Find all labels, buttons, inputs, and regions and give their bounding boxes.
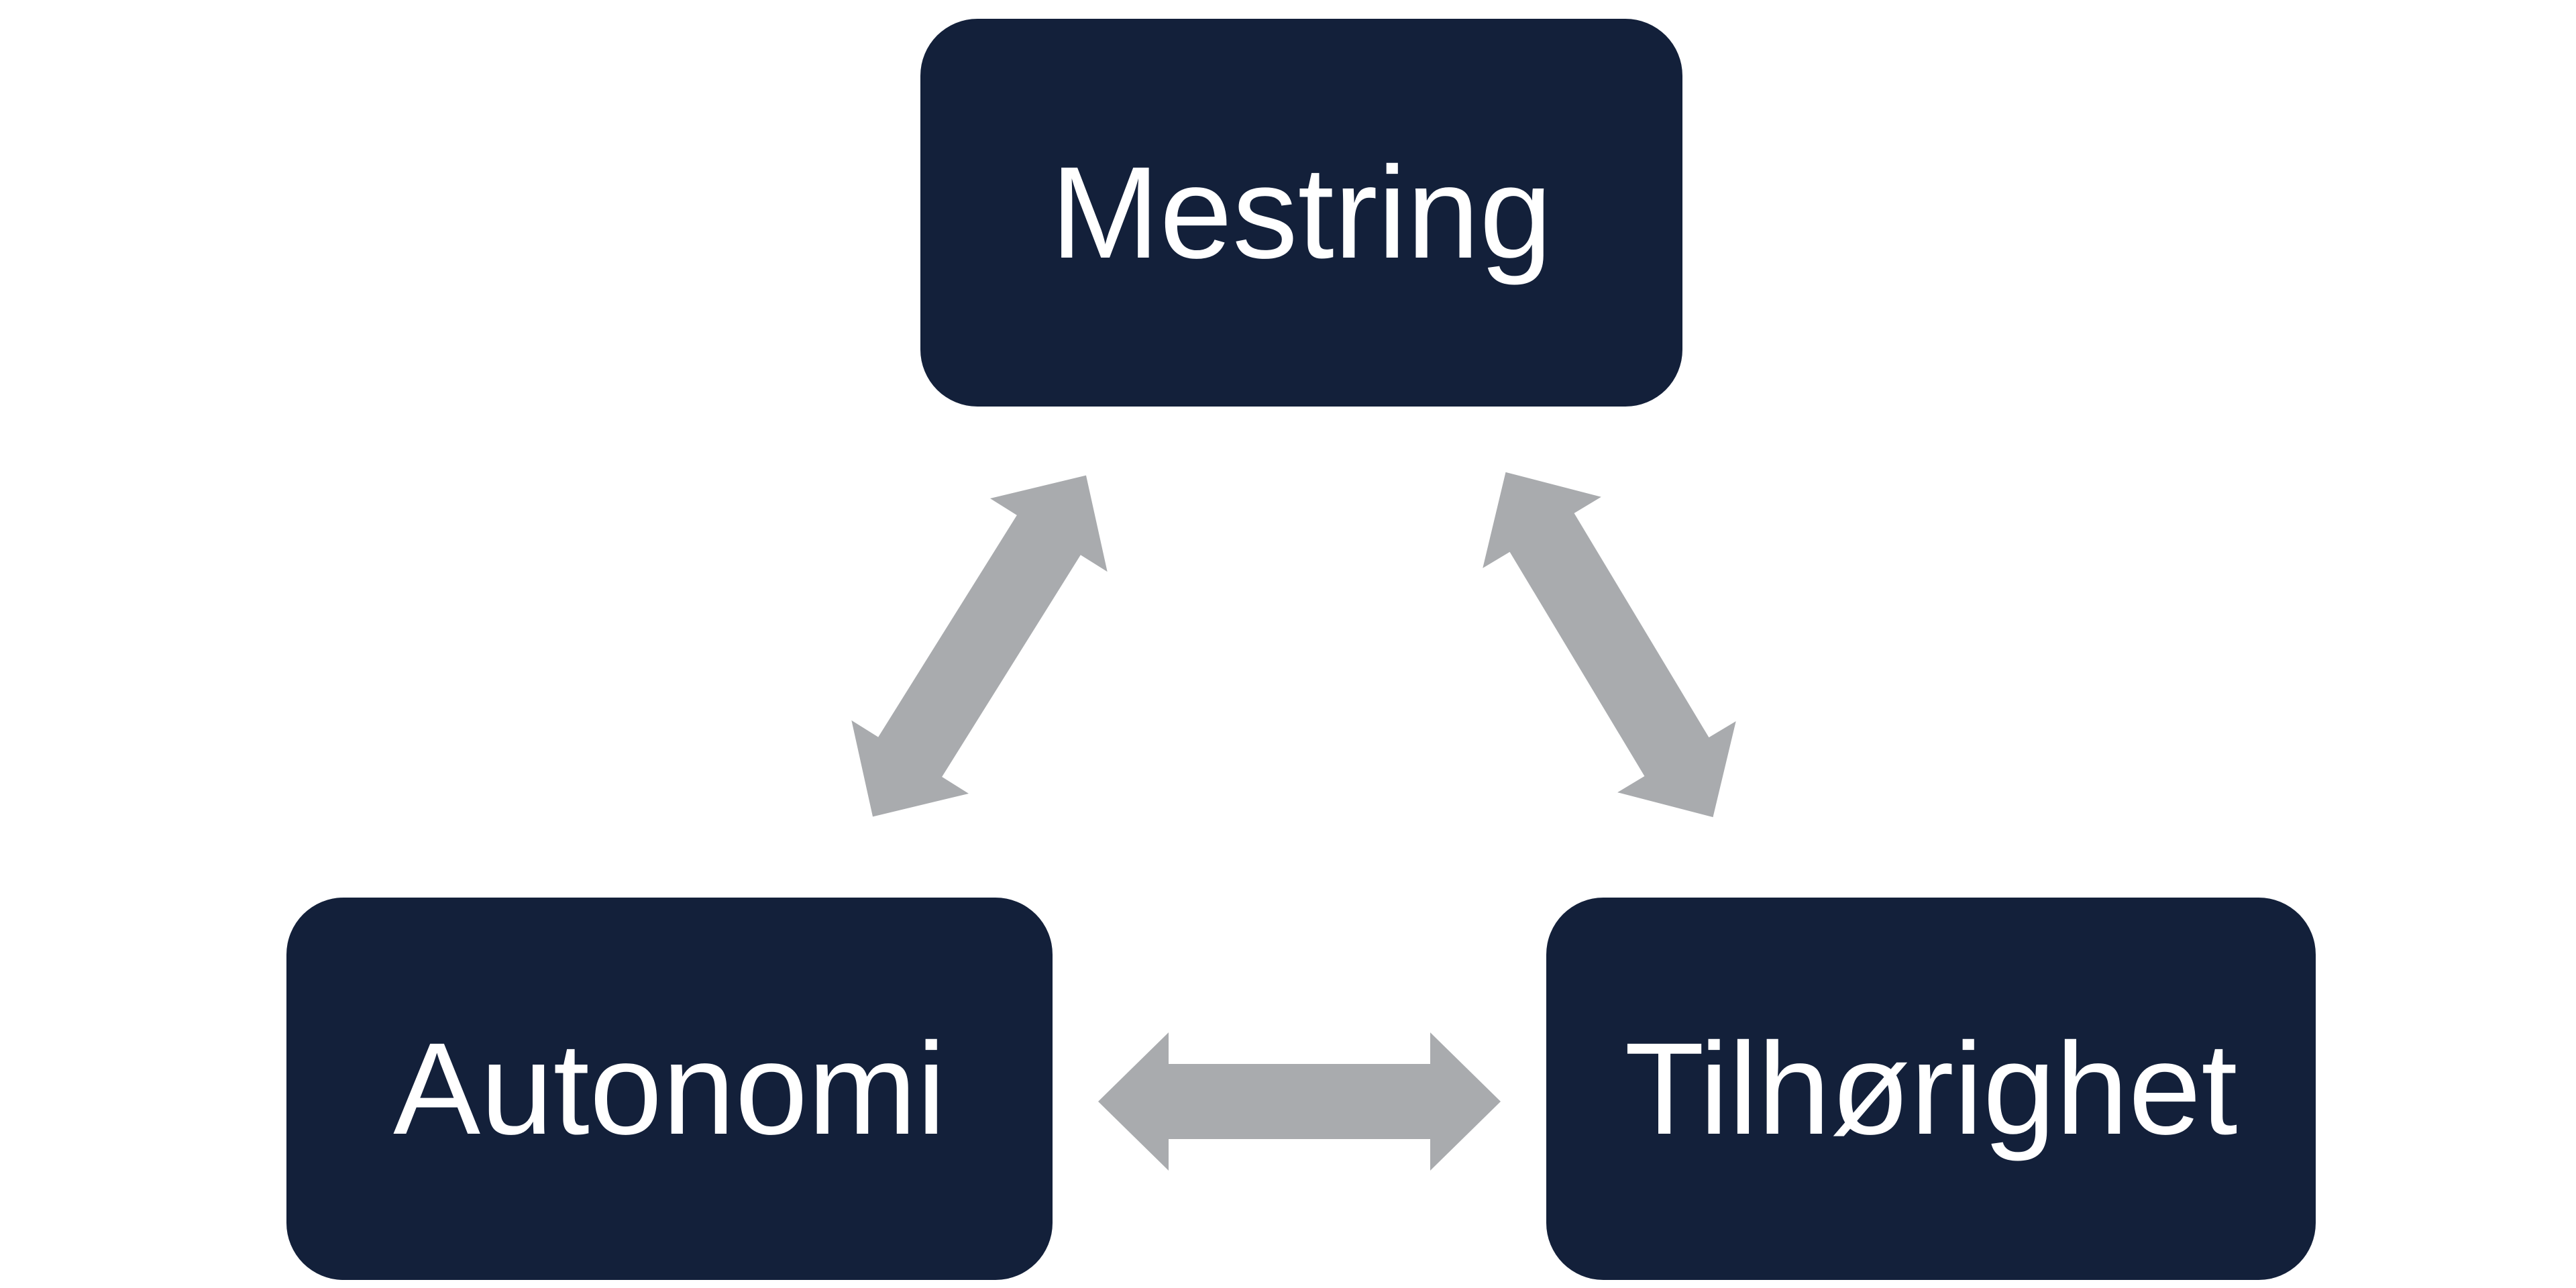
node-tilhorighet-label: Tilhørighet <box>1624 1015 2238 1162</box>
double-arrow-autonomi-tilhorighet-icon <box>1098 1032 1501 1171</box>
node-autonomi-label: Autonomi <box>393 1015 946 1162</box>
double-arrow-mestring-tilhorighet-icon <box>1446 436 1772 853</box>
node-mestring-label: Mestring <box>1051 139 1552 286</box>
node-tilhorighet: Tilhørighet <box>1546 898 2316 1280</box>
node-mestring: Mestring <box>920 19 1682 407</box>
node-autonomi: Autonomi <box>286 898 1053 1280</box>
double-arrow-mestring-autonomi-icon <box>814 439 1145 853</box>
